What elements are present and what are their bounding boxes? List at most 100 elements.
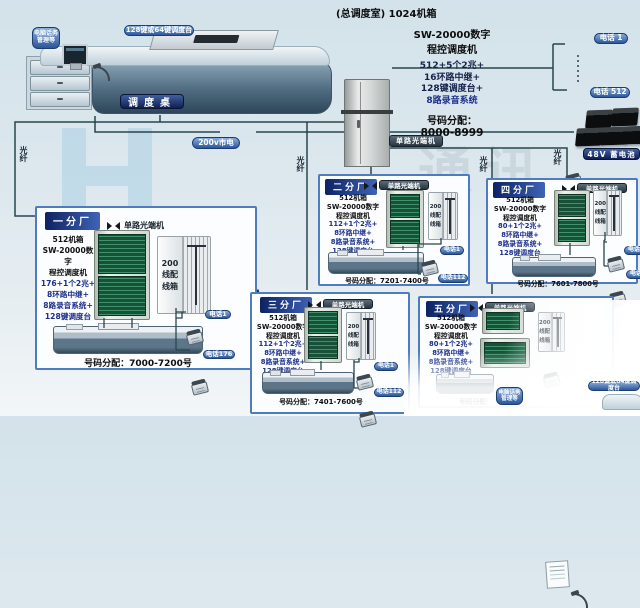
- branch-1-cabinet: [94, 230, 150, 320]
- phone-1-label: 电话 1: [594, 33, 628, 44]
- optical-converter-icon: [470, 304, 483, 312]
- optical-converter-icon: [107, 222, 120, 230]
- fiber-label: 光纤: [479, 156, 488, 172]
- main-unit-text: SW-20000数字 程控调度机 512+5个2兆+ 16环路中继+ 128键调…: [394, 26, 510, 139]
- branch-1-console: [53, 323, 203, 354]
- distribution-wires: [442, 193, 457, 239]
- bottom-monitor-panel: [545, 560, 570, 589]
- watermark-shape-bridge: [86, 166, 128, 186]
- cabinet-glass-door: [308, 311, 338, 334]
- branch-1-phone-last-icon: [190, 381, 210, 396]
- cabinet-glass-door: [98, 234, 146, 274]
- desk-drawer: [30, 92, 90, 107]
- battery-cube: [623, 125, 640, 145]
- fiber-label: 光纤: [296, 156, 305, 172]
- branch-3-phone-last-label: 电话112: [374, 388, 404, 397]
- branch-2-phone-last-label: 电话112: [438, 274, 468, 283]
- branch-5-console: [436, 371, 494, 394]
- main-specs: 512+5个2兆+ 16环路中继+ 128键调度台+ 8路录音系统: [419, 61, 485, 106]
- main-alloc-label: 号码分配：: [427, 116, 477, 127]
- cabinet-glass-door: [558, 194, 586, 217]
- branch-5-title: 五分厂: [426, 301, 479, 317]
- dispatch-desk-label: 调度桌: [120, 94, 184, 109]
- optical-converter-icon: [364, 182, 377, 190]
- branch-3-phone-first-label: 电话1: [374, 362, 398, 371]
- main-cabinet-base: [341, 110, 393, 114]
- console-monitor: [62, 44, 88, 70]
- distribution-wires: [360, 313, 375, 359]
- branch-2-alloc: 号码分配：7201-7400号: [345, 277, 429, 285]
- phone-512-label: 电话 512: [590, 87, 630, 98]
- branch-3-optical-label: 单路光端机: [323, 299, 373, 309]
- bottom-console-strip: [602, 394, 640, 410]
- desk-drawer: [30, 76, 90, 91]
- branch-1-phone-first-label: 电话1: [205, 310, 231, 319]
- distribution-wires: [182, 237, 210, 313]
- branch-5-cabinet-upper: [482, 308, 524, 334]
- branch-2-console: [328, 249, 424, 274]
- cabinet-glass-door: [486, 312, 520, 330]
- branch-5-phone-icon: [542, 374, 562, 389]
- main-device-line2: 程控调度机: [427, 45, 477, 56]
- branch-4-console: [512, 254, 596, 277]
- cabinet-glass-door: [558, 219, 586, 242]
- branch-4-phone-first-icon: [606, 258, 626, 273]
- branch-4-phone-first-label: 电话1: [624, 246, 640, 255]
- bottom-pc-traffic-label: 电脑话务 管理等: [496, 387, 523, 405]
- pc-traffic-label: 电脑话务 管理等: [32, 27, 60, 49]
- main-device-line1: SW-20000数字: [413, 30, 491, 41]
- distribution-wires: [551, 313, 564, 351]
- main-optical-label: 单路光端机: [389, 135, 443, 147]
- branch-1-phone-last-label: 电话176: [203, 350, 235, 359]
- branch-3-title: 三分厂: [260, 297, 313, 313]
- branch-3-alloc: 号码分配：7401-7600号: [279, 398, 363, 406]
- branch-4-phone-last-label: 电话80: [626, 270, 640, 279]
- cabinet-glass-door: [98, 276, 146, 316]
- bottom-desk-lamp-icon: [574, 593, 588, 608]
- branch-1-alloc: 号码分配：7000-7200号: [84, 359, 192, 369]
- power-label: 200v市电: [192, 137, 240, 149]
- branch-4-cabinet: [554, 190, 590, 246]
- cabinet-glass-door: [390, 194, 420, 218]
- main-room-title: (总调度室) 1024机箱: [336, 9, 437, 20]
- branch-4-title: 四分厂: [493, 182, 546, 198]
- battery-cube: [610, 107, 640, 127]
- main-cabinet-1024: [344, 79, 390, 167]
- branch-3-phone-last-icon: [358, 413, 378, 428]
- fiber-label: 光纤: [553, 149, 562, 165]
- battery-cube: [584, 109, 614, 129]
- distribution-wires: [607, 191, 621, 235]
- cabinet-glass-door: [308, 336, 338, 359]
- branch-2-cabinet: [386, 190, 424, 248]
- keys-console-label: 128键或64键调度台: [124, 25, 194, 36]
- battery-cube: [574, 127, 604, 147]
- bottom-keys-console-label: 128键或64键调度台: [588, 379, 640, 392]
- branch-3-phone-first-icon: [355, 376, 375, 391]
- branch-3-cabinet: [304, 307, 342, 363]
- branch-1-optical-label: 单路光端机: [124, 221, 164, 230]
- branch-2-phone-first-label: 电话1: [440, 246, 464, 255]
- branch-5-cabinet-lower: [480, 338, 530, 368]
- branch-1-title: 一分厂: [45, 212, 100, 230]
- battery-label: 48V 蓄电池: [583, 148, 640, 160]
- fiber-label: 光纤: [19, 146, 28, 162]
- cabinet-glass-door: [484, 342, 526, 364]
- branch-2-phone-first-icon: [420, 262, 440, 277]
- branch-2-optical-label: 单路光端机: [379, 180, 429, 190]
- branch-3-console: [262, 369, 354, 394]
- cabinet-glass-door: [390, 220, 420, 244]
